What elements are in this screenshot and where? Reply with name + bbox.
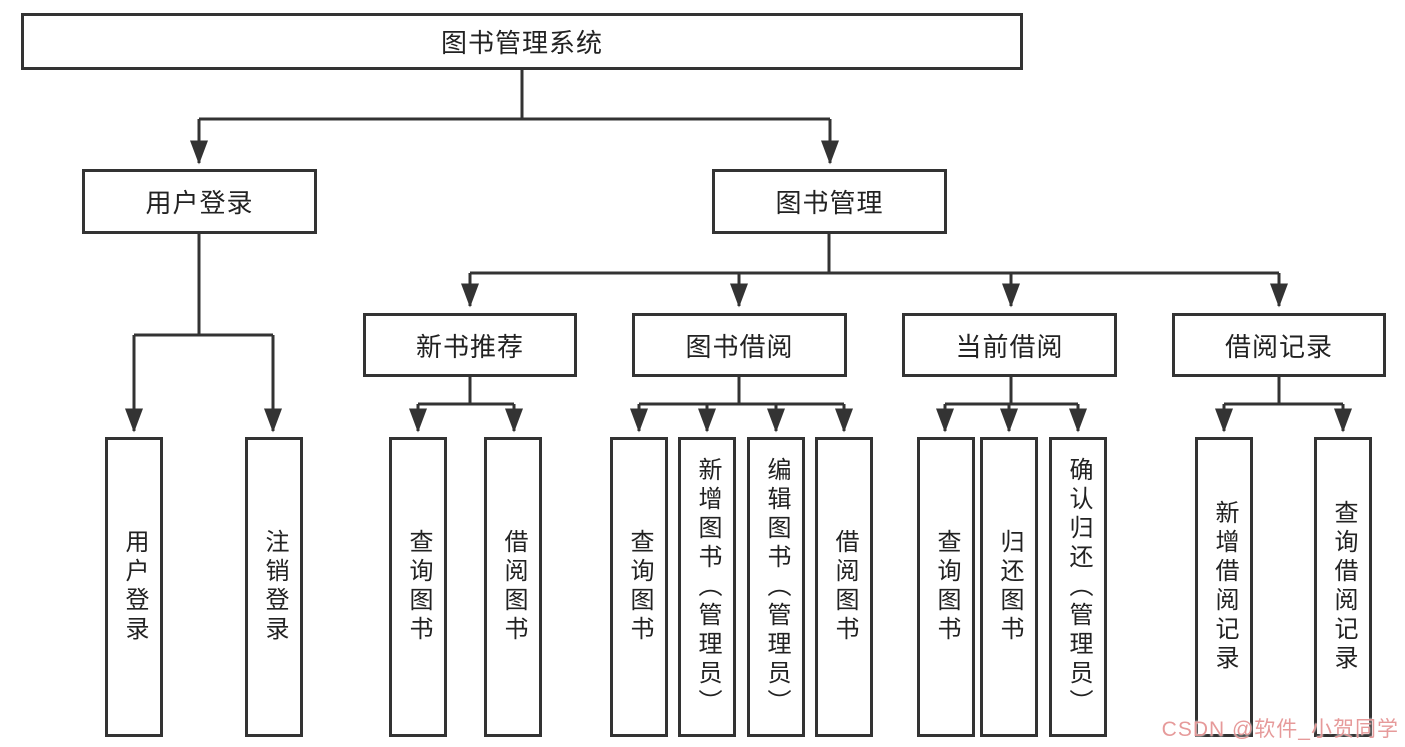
leaf-query-books-recommend: 查询图书 xyxy=(389,437,447,737)
node-library-management-system: 图书管理系统 xyxy=(21,13,1023,70)
csdn-watermark: CSDN @软件_小贺同学 xyxy=(1161,718,1399,741)
leaf-user-login: 用户登录 xyxy=(105,437,163,737)
leaf-edit-books-admin: 编辑图书（管理员） xyxy=(747,437,805,737)
node-borrow-records: 借阅记录 xyxy=(1172,313,1386,377)
node-book-borrow: 图书借阅 xyxy=(632,313,847,377)
leaf-borrow-books: 借阅图书 xyxy=(815,437,873,737)
leaf-query-books-borrow: 查询图书 xyxy=(610,437,668,737)
leaf-borrow-books-recommend: 借阅图书 xyxy=(484,437,542,737)
node-current-borrow: 当前借阅 xyxy=(902,313,1117,377)
leaf-add-borrow-record: 新增借阅记录 xyxy=(1195,437,1253,737)
leaf-query-borrow-record: 查询借阅记录 xyxy=(1314,437,1372,737)
node-book-management: 图书管理 xyxy=(712,169,947,234)
leaf-logout: 注销登录 xyxy=(245,437,303,737)
leaf-confirm-return-admin: 确认归还（管理员） xyxy=(1049,437,1107,737)
leaf-add-books-admin: 新增图书（管理员） xyxy=(678,437,736,737)
leaf-return-books: 归还图书 xyxy=(980,437,1038,737)
node-user-login: 用户登录 xyxy=(82,169,317,234)
node-new-book-recommend: 新书推荐 xyxy=(363,313,577,377)
leaf-query-books-current: 查询图书 xyxy=(917,437,975,737)
